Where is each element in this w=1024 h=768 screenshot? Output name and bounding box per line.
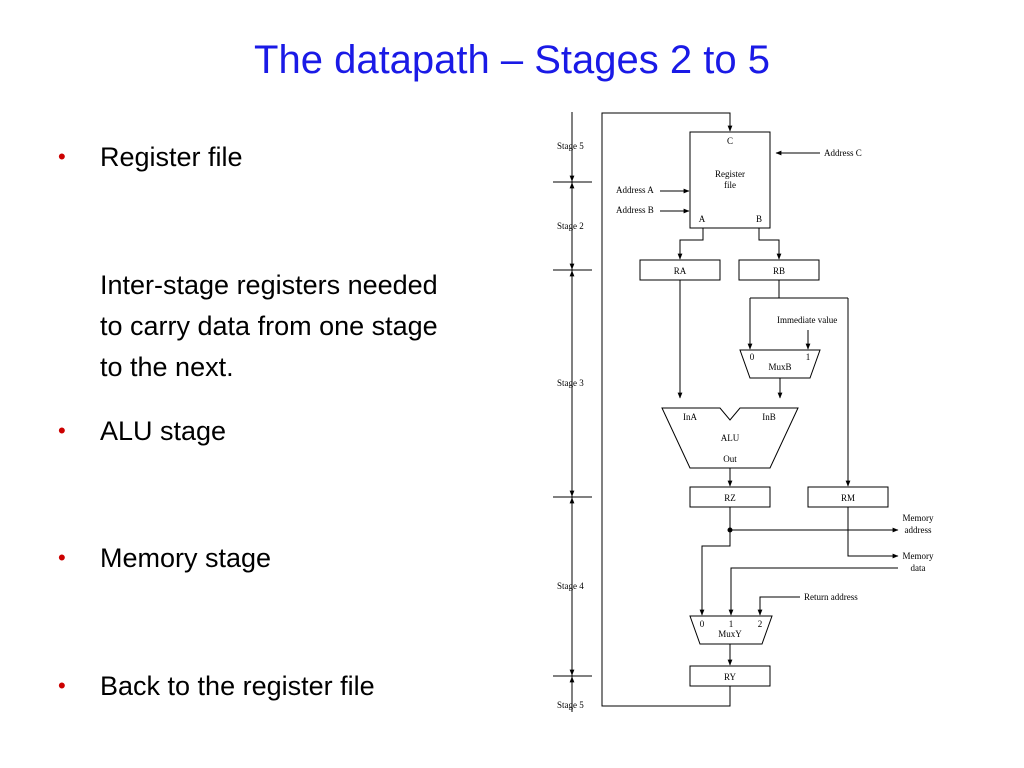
return-address-label: Return address bbox=[804, 592, 858, 602]
rm-label: RM bbox=[841, 493, 855, 503]
muxy-label: MuxY bbox=[718, 629, 742, 639]
register-file-label: file bbox=[724, 180, 736, 190]
stage-label: Stage 5 bbox=[557, 141, 584, 151]
immediate-value-label: Immediate value bbox=[777, 315, 837, 325]
alu-ina-label: InA bbox=[683, 412, 697, 422]
port-c-label: C bbox=[727, 136, 733, 146]
paragraph-line: to the next. bbox=[100, 352, 234, 382]
memory-data-label: Memory bbox=[903, 551, 934, 561]
rb-label: RB bbox=[773, 266, 785, 276]
ry-register bbox=[689, 665, 771, 687]
address-b-label: Address B bbox=[616, 205, 654, 215]
alu-out-label: Out bbox=[723, 454, 737, 464]
paragraph-line: Inter-stage registers needed bbox=[100, 270, 438, 300]
muxb-label: MuxB bbox=[768, 362, 791, 372]
bullet-dot-icon: • bbox=[58, 144, 66, 169]
rz-label: RZ bbox=[724, 493, 736, 503]
inter-stage-paragraph: Inter-stage registers needed to carry da… bbox=[100, 265, 520, 388]
alu-block bbox=[661, 407, 799, 469]
bullet-dot-icon: • bbox=[58, 418, 66, 443]
stage-label: Stage 3 bbox=[557, 378, 584, 388]
paragraph-line: to carry data from one stage bbox=[100, 311, 438, 341]
muxy-block bbox=[689, 615, 773, 645]
port-a-label: A bbox=[699, 214, 706, 224]
memory-address-label: Memory bbox=[903, 513, 934, 523]
muxb-in0-label: 0 bbox=[750, 352, 755, 362]
muxy-in0-label: 0 bbox=[700, 619, 705, 629]
writeback-path bbox=[601, 112, 733, 707]
muxb-block bbox=[739, 349, 821, 379]
ry-label: RY bbox=[724, 672, 737, 682]
muxy-in2-label: 2 bbox=[758, 619, 763, 629]
muxb-in1-label: 1 bbox=[806, 352, 811, 362]
bullet-dot-icon: • bbox=[58, 673, 66, 698]
ra-label: RA bbox=[674, 266, 687, 276]
address-a-label: Address A bbox=[616, 185, 654, 195]
alu-label: ALU bbox=[721, 433, 740, 443]
stage-label: Stage 4 bbox=[557, 581, 584, 591]
memory-address-label: address bbox=[905, 525, 932, 535]
port-b-label: B bbox=[756, 214, 762, 224]
address-c-label: Address C bbox=[824, 148, 862, 158]
muxy-in1-label: 1 bbox=[729, 619, 734, 629]
stage-label: Stage 5 bbox=[557, 700, 584, 710]
stage-label: Stage 2 bbox=[557, 221, 584, 231]
bullet-dot-icon: • bbox=[58, 545, 66, 570]
slide-title: The datapath – Stages 2 to 5 bbox=[254, 38, 770, 82]
register-file-block bbox=[689, 131, 771, 229]
memory-data-label: data bbox=[911, 563, 926, 573]
register-file-label: Register bbox=[715, 169, 745, 179]
alu-inb-label: InB bbox=[762, 412, 776, 422]
